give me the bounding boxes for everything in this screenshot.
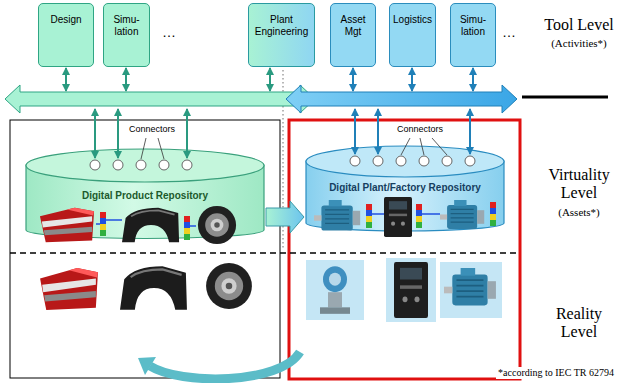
- tool-box: Design: [38, 3, 94, 67]
- product-frame: [10, 120, 280, 378]
- level-label: Tool Level: [539, 16, 619, 34]
- node-text: Asset Mgt: [334, 14, 372, 38]
- annotation-label: Connectors: [127, 124, 177, 134]
- plant-highlight-frame: [289, 120, 520, 379]
- product-real-parts: [40, 263, 252, 310]
- node-text: Design: [42, 14, 90, 26]
- node-text: Simu- lation: [454, 14, 492, 38]
- plant-real-equipment: [306, 258, 502, 322]
- transfer-arrow: [266, 201, 304, 233]
- product-bus-arrow: [5, 85, 315, 113]
- plant-bus-arrow: [286, 85, 517, 113]
- leader-lines: [141, 138, 447, 159]
- node-text: Digital Product Repository: [25, 190, 265, 202]
- connector-circles: [90, 156, 475, 170]
- level-label: (Activities*): [539, 37, 619, 50]
- level-label: Virtuality Level: [539, 166, 619, 202]
- tool-bus-links: [66, 68, 473, 91]
- tool-box: Plant Engineering: [248, 3, 315, 67]
- level-label: Reality Level: [539, 305, 619, 341]
- level-label: (Assets*): [539, 206, 619, 219]
- feedback-arrow: [138, 352, 300, 379]
- tool-box: Logistics: [389, 3, 436, 67]
- node-text: Simu- lation: [107, 14, 146, 38]
- node-text: Digital Plant/Factory Repository: [305, 182, 505, 194]
- plant-virtual-models: [314, 197, 496, 237]
- node-text: Logistics: [393, 14, 432, 26]
- level-separator: [10, 252, 520, 254]
- tool-box: Asset Mgt: [330, 3, 376, 67]
- tool-level-rule: [522, 96, 608, 99]
- annotation-label: Connectors: [395, 124, 445, 134]
- product-virtual-models: [40, 206, 236, 244]
- node-text: Plant Engineering: [252, 14, 311, 38]
- annotation-label: …: [498, 24, 520, 40]
- tool-box: Simu- lation: [450, 3, 496, 67]
- cylinder-top: [26, 149, 264, 182]
- bus-repository-links: [95, 109, 470, 158]
- tool-box: Simu- lation: [103, 3, 150, 67]
- cylinder-top: [306, 146, 504, 177]
- annotation-label: …: [158, 24, 180, 40]
- level-label: *according to IEC TR 62794: [496, 367, 616, 379]
